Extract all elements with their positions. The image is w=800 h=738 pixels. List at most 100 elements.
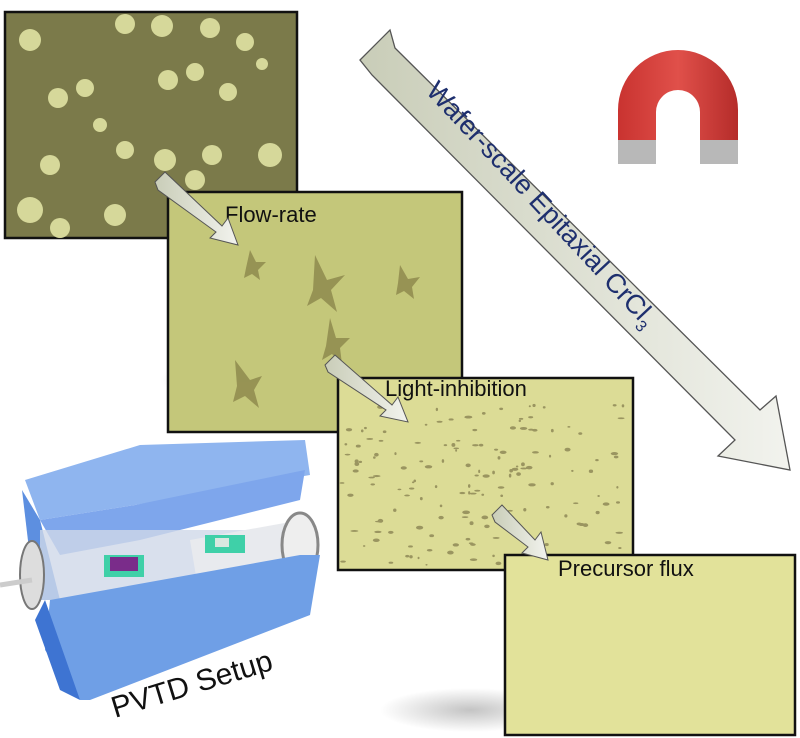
- texture-speck: [434, 485, 438, 489]
- texture-speck: [515, 465, 519, 468]
- texture-speck: [411, 481, 415, 484]
- texture-speck: [345, 428, 353, 432]
- texture-speck: [571, 469, 574, 472]
- texture-speck: [508, 473, 512, 478]
- texture-speck: [472, 444, 479, 447]
- panel-label-precursor-flux: Precursor flux: [558, 556, 694, 581]
- texture-speck: [360, 429, 364, 433]
- step-arrow-icon: [154, 171, 239, 246]
- texture-speck: [499, 450, 507, 454]
- texture-speck: [497, 486, 505, 489]
- texture-speck: [436, 420, 443, 423]
- texture-speck: [469, 521, 474, 526]
- texture-speck: [468, 491, 471, 495]
- texture-speck: [465, 463, 471, 468]
- texture-speck: [528, 416, 534, 419]
- panel-label-flow-rate: Flow-rate: [225, 202, 317, 227]
- texture-speck: [461, 516, 469, 519]
- texture-speck: [377, 518, 384, 523]
- texture-speck: [456, 439, 461, 442]
- texture-speck: [467, 484, 471, 488]
- texture-speck: [354, 462, 360, 467]
- panel-label-light-inhibition: Light-inhibition: [385, 376, 527, 401]
- texture-speck: [350, 530, 359, 532]
- texture-speck: [419, 497, 423, 501]
- texture-speck: [347, 493, 354, 497]
- texture-speck: [602, 502, 610, 506]
- texture-speck: [425, 563, 428, 566]
- texture-speck: [528, 428, 535, 431]
- micrograph-panel-4: [503, 553, 797, 737]
- texture-speck: [382, 430, 387, 434]
- texture-speck: [500, 494, 504, 498]
- texture-speck: [518, 419, 522, 423]
- texture-speck: [474, 474, 479, 477]
- texture-speck: [545, 506, 550, 509]
- texture-speck: [492, 554, 495, 558]
- texture-speck: [448, 418, 454, 421]
- texture-speck: [451, 443, 456, 447]
- texture-speck: [453, 447, 460, 450]
- texture-speck: [481, 411, 486, 415]
- texture-speck: [366, 438, 374, 440]
- texture-speck: [447, 550, 454, 555]
- texture-speck: [340, 560, 346, 563]
- texture-speck: [339, 482, 345, 484]
- texture-speck: [509, 426, 516, 430]
- texture-speck: [516, 472, 521, 476]
- texture-speck: [364, 426, 367, 430]
- texture-speck: [519, 426, 528, 430]
- texture-speck: [439, 504, 443, 508]
- texture-speck: [424, 465, 433, 469]
- texture-speck: [474, 489, 481, 492]
- texture-speck: [464, 415, 473, 419]
- texture-speck: [438, 515, 444, 520]
- texture-speck: [544, 542, 549, 547]
- texture-speck: [404, 494, 410, 497]
- texture-speck: [578, 432, 583, 435]
- texture-speck: [416, 525, 424, 530]
- texture-speck: [613, 455, 619, 459]
- texture-speck: [511, 467, 519, 471]
- texture-speck: [528, 405, 531, 408]
- texture-speck: [495, 561, 502, 566]
- texture-speck: [435, 407, 439, 412]
- texture-speck: [550, 482, 554, 486]
- texture-speck: [462, 510, 471, 515]
- texture-speck: [532, 403, 536, 408]
- texture-speck: [372, 475, 381, 478]
- step-arrow-icon: [324, 354, 409, 423]
- texture-speck: [413, 479, 417, 483]
- texture-speck: [595, 459, 599, 462]
- texture-speck: [408, 545, 413, 548]
- texture-speck: [521, 462, 525, 467]
- texture-speck: [362, 545, 366, 547]
- texture-speck: [478, 469, 481, 474]
- texture-speck: [373, 456, 376, 459]
- texture-speck: [405, 554, 410, 558]
- texture-speck: [595, 510, 600, 515]
- texture-speck: [616, 486, 619, 489]
- texture-speck: [414, 441, 422, 444]
- texture-speck: [352, 469, 359, 473]
- texture-speck: [507, 509, 513, 512]
- magnet-icon: [618, 50, 738, 164]
- step-arrow-icon: [491, 504, 549, 561]
- texture-speck: [481, 515, 489, 520]
- texture-speck: [388, 530, 394, 534]
- texture-speck: [494, 448, 499, 451]
- texture-speck: [455, 449, 458, 452]
- texture-speck: [604, 541, 612, 545]
- texture-speck: [588, 469, 594, 474]
- texture-speck: [481, 493, 485, 496]
- texture-speck: [358, 460, 363, 464]
- texture-speck: [564, 447, 571, 452]
- texture-speck: [492, 536, 500, 539]
- texture-speck: [567, 426, 571, 428]
- texture-speck: [465, 537, 471, 541]
- texture-speck: [550, 428, 554, 433]
- texture-speck: [459, 491, 466, 495]
- texture-speck: [478, 443, 484, 447]
- texture-speck: [355, 444, 361, 448]
